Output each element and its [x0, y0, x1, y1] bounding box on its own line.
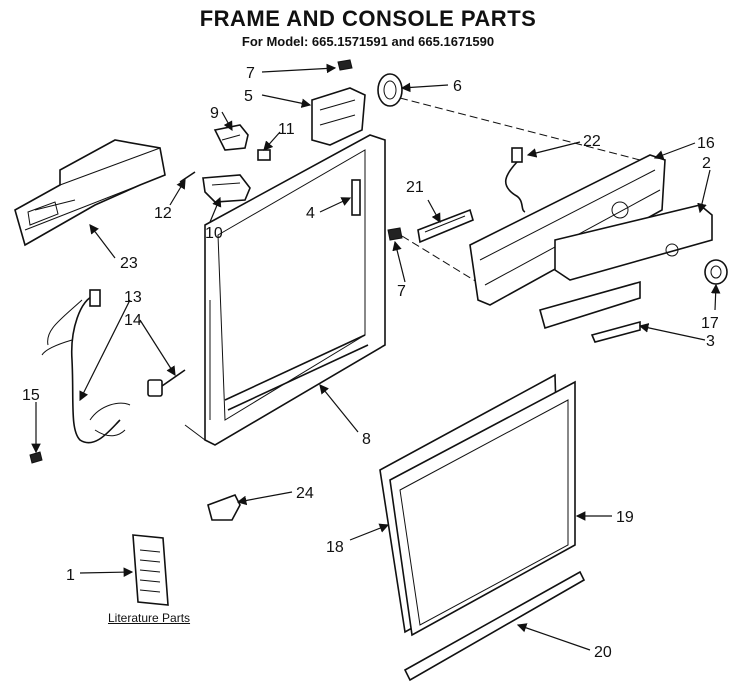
- part-5-timer: [311, 87, 366, 146]
- callout-1: 1: [66, 567, 75, 584]
- model-subtitle: For Model: 665.1571591 and 665.1671590: [241, 34, 495, 49]
- callout-7-top: 7: [246, 65, 255, 82]
- part-19-door-panel: [389, 380, 576, 637]
- diagram-title: FRAME AND CONSOLE PARTS: [199, 6, 537, 31]
- callout-13: 13: [124, 289, 142, 306]
- part-15-screw: [29, 451, 43, 464]
- callout-16: 16: [697, 135, 715, 152]
- callout-5: 5: [244, 88, 253, 105]
- part-22-lamp: [505, 147, 526, 213]
- console-window: [539, 280, 641, 330]
- part-6-knob: [377, 73, 403, 107]
- callout-4: 4: [306, 205, 315, 222]
- callout-6: 6: [453, 78, 462, 95]
- callout-17: 17: [701, 315, 719, 332]
- part-16-console: [469, 154, 666, 306]
- literature-parts-label: Literature Parts: [108, 611, 191, 625]
- callout-22: 22: [583, 133, 601, 150]
- callout-24: 24: [296, 485, 314, 502]
- callout-23: 23: [120, 255, 138, 272]
- callout-2: 2: [702, 155, 711, 172]
- part-17-knob: [704, 259, 728, 285]
- callout-11: 11: [278, 121, 295, 138]
- part-7-screw-mid: [387, 227, 403, 241]
- callout-9: 9: [210, 105, 219, 122]
- part-12-pin: [179, 171, 196, 183]
- part-10-bracket: [202, 174, 251, 203]
- callout-19: 19: [616, 509, 634, 526]
- callout-3: 3: [706, 333, 715, 350]
- part-13-wire-harness: [41, 289, 131, 444]
- leader-lines: [31, 63, 721, 651]
- part-21-panel: [417, 208, 474, 244]
- callout-10: 10: [205, 225, 223, 242]
- part-11-clip: [257, 149, 271, 161]
- part-24-hinge: [207, 494, 241, 521]
- callout-15: 15: [22, 387, 40, 404]
- part-9-switch: [213, 124, 249, 151]
- callout-8: 8: [362, 431, 371, 448]
- callout-14: 14: [124, 312, 142, 329]
- callout-7-mid: 7: [397, 283, 406, 300]
- part-3-strip: [590, 320, 641, 343]
- part-8-frame: [184, 134, 386, 446]
- part-23-housing: [14, 139, 166, 247]
- callout-20: 20: [594, 644, 612, 661]
- part-1-literature: [132, 534, 169, 606]
- part-7-screw-top: [337, 59, 353, 71]
- part-14-thermostat: [147, 369, 186, 397]
- part-20-trim: [403, 570, 586, 682]
- callout-18: 18: [326, 539, 344, 556]
- callout-21: 21: [406, 179, 424, 196]
- callout-12: 12: [154, 205, 172, 222]
